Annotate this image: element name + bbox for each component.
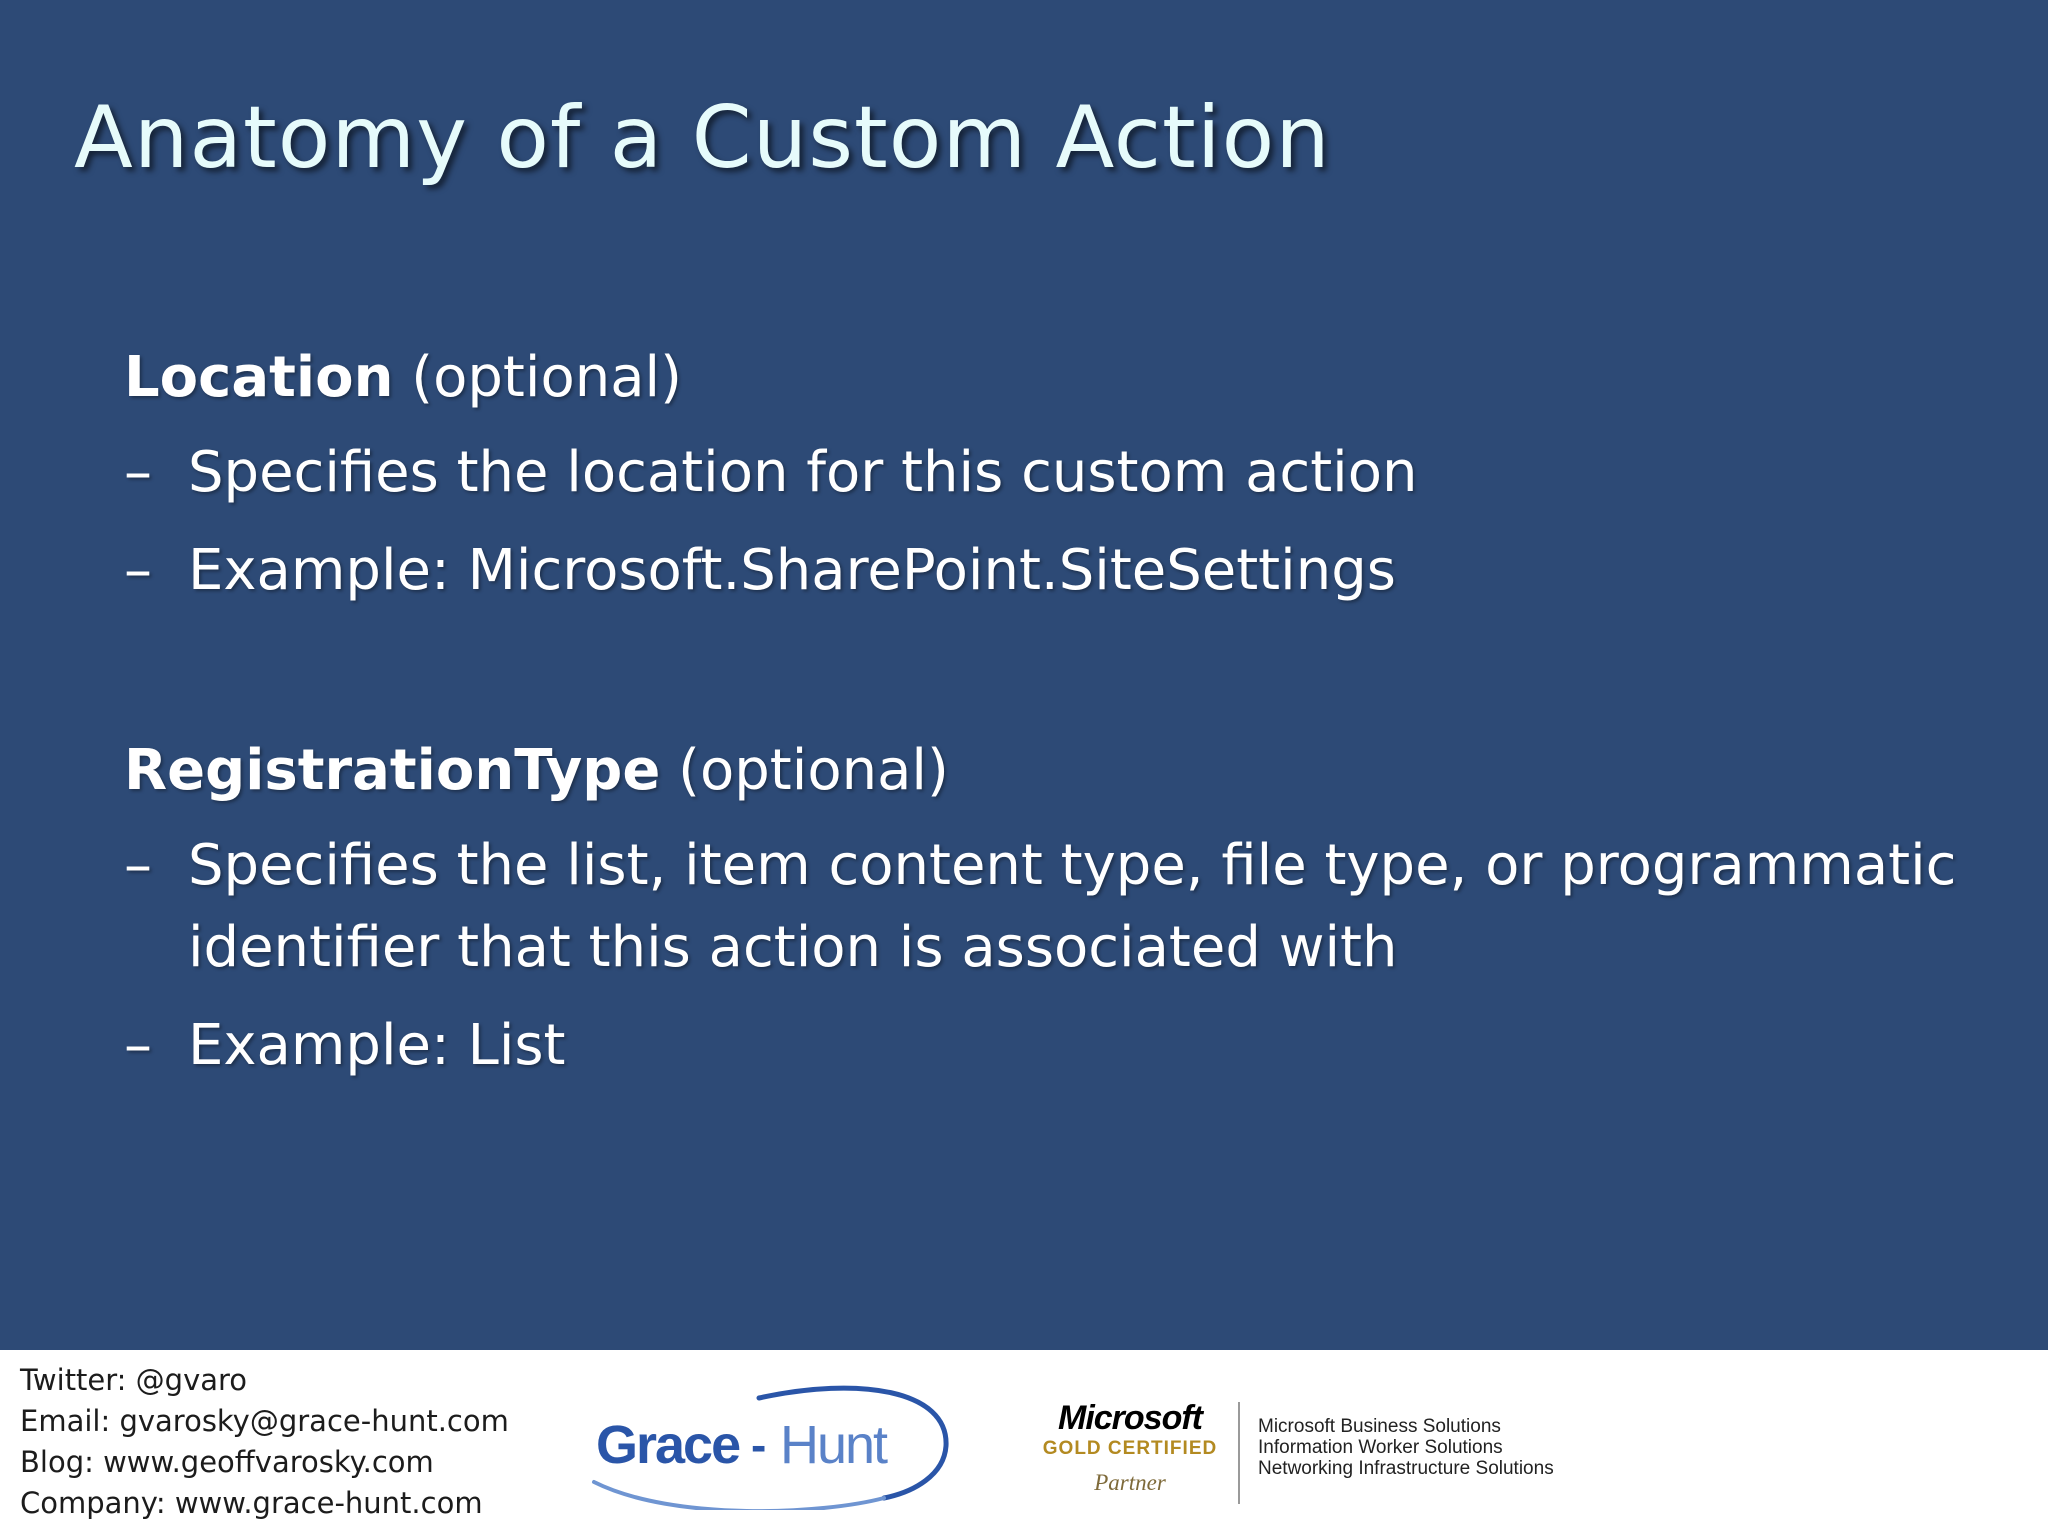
company-url: Company: www.grace-hunt.com (20, 1486, 483, 1520)
competency-item: Microsoft Business Solutions (1258, 1416, 1501, 1437)
footer: Twitter: @gvaro Email: gvarosky@grace-hu… (0, 1350, 2048, 1536)
section-keyword: Location (124, 345, 394, 410)
competency-list: Microsoft Business Solutions Information… (1258, 1416, 1554, 1479)
microsoft-wordmark: Microsoft (1058, 1399, 1203, 1437)
slide-title: Anatomy of a Custom Action (74, 88, 1331, 188)
twitter-handle: Twitter: @gvaro (20, 1363, 248, 1397)
bullet-text: Specifies the location for this custom a… (188, 440, 1418, 505)
competency-item: Networking Infrastructure Solutions (1258, 1458, 1554, 1479)
email-address: Email: gvarosky@grace-hunt.com (20, 1404, 509, 1438)
partner-label: Partner (1094, 1470, 1166, 1495)
dash-marker: – (124, 538, 152, 603)
dash-marker: – (124, 1013, 152, 1078)
slide-body: Anatomy of a Custom Action Location (opt… (0, 0, 2048, 1350)
bullet-item: – Example: List (124, 1005, 2004, 1087)
logo-word-grace: Grace (596, 1415, 740, 1475)
section-registration-type: RegistrationType (optional) – Specifies … (124, 733, 2004, 1087)
logo-swoosh-lower (592, 1480, 886, 1510)
bullet-item: – Example: Microsoft.SharePoint.SiteSett… (124, 530, 2004, 612)
grace-hunt-logo: Grace - Hunt (592, 1385, 949, 1510)
section-heading: Location (optional) (124, 340, 2004, 416)
dash-marker: – (124, 440, 152, 505)
section-heading: RegistrationType (optional) (124, 733, 2004, 809)
bullet-text: Example: List (188, 1013, 566, 1078)
bullet-item: – Specifies the location for this custom… (124, 432, 2004, 514)
bullet-item: – Specifies the list, item content type,… (124, 825, 2004, 989)
microsoft-gold-partner-logo: Microsoft GOLD CERTIFIED Partner (1030, 1400, 1230, 1510)
bullet-text: Specifies the list, item content type, f… (188, 833, 1957, 980)
blog-url: Blog: www.geoffvarosky.com (20, 1445, 434, 1479)
logo-word-hunt: Hunt (780, 1415, 888, 1475)
contact-info: Twitter: @gvaro Email: gvarosky@grace-hu… (20, 1360, 509, 1524)
section-qualifier: (optional) (678, 738, 949, 803)
logo-separator: - (751, 1419, 766, 1471)
logo-swoosh-upper (756, 1385, 949, 1501)
competency-item: Information Worker Solutions (1258, 1437, 1503, 1458)
gold-certified-label: GOLD CERTIFIED (1042, 1438, 1218, 1459)
section-location: Location (optional) – Specifies the loca… (124, 340, 2004, 612)
section-keyword: RegistrationType (124, 738, 661, 803)
logo-divider (1238, 1402, 1240, 1504)
section-qualifier: (optional) (411, 345, 682, 410)
bullet-text: Example: Microsoft.SharePoint.SiteSettin… (188, 538, 1396, 603)
dash-marker: – (124, 833, 152, 898)
